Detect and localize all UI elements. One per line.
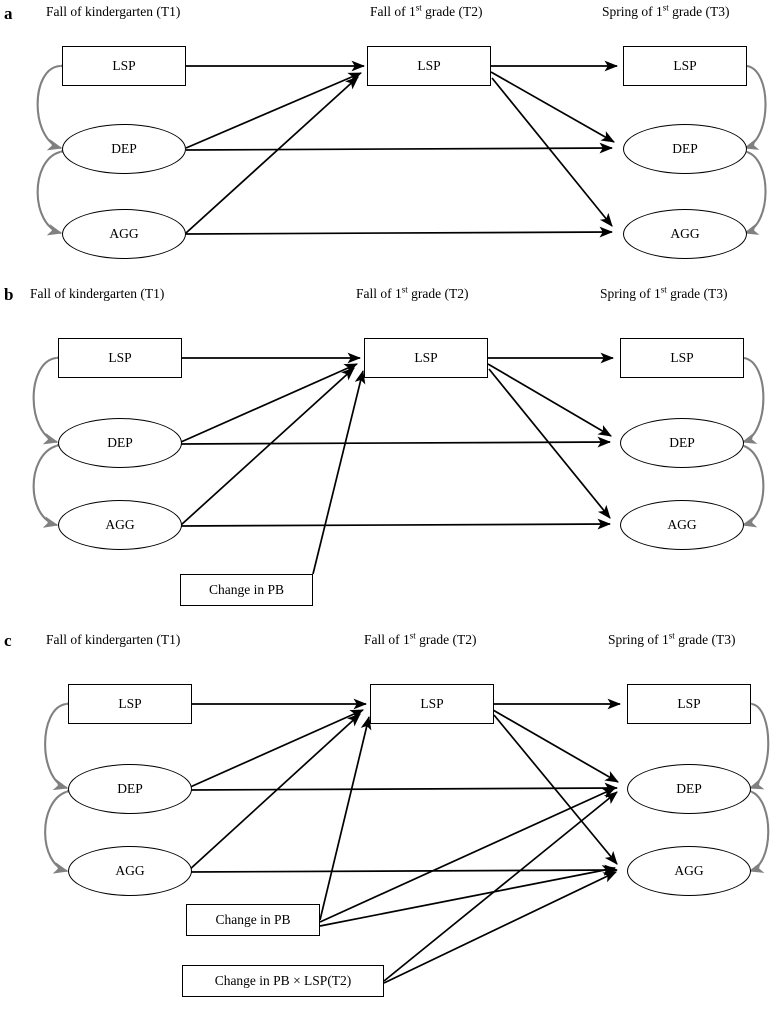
- correlation-arrows-right: [729, 350, 765, 528]
- panel-c-header-t3: Spring of 1st grade (T3): [608, 630, 736, 647]
- panel-c-header-t1: Fall of kindergarten (T1): [46, 632, 180, 647]
- correlation-arrows-left: [32, 350, 71, 528]
- panel-b-node-lsp-t3[interactable]: LSP: [620, 338, 744, 378]
- panel-a-node-agg-t3[interactable]: AGG: [623, 209, 747, 259]
- directed-paths: [185, 60, 619, 238]
- panel-a-node-agg-t1[interactable]: AGG: [62, 209, 186, 259]
- panel-b-header-t1: Fall of kindergarten (T1): [30, 286, 164, 301]
- panel-b-header-t3: Spring of 1st grade (T3): [600, 284, 728, 301]
- header-text-post: grade (T2): [415, 632, 477, 647]
- panel-letter-c: c: [4, 631, 12, 650]
- header-text-pre: Fall of 1: [364, 632, 410, 647]
- panel-letter-b: b: [4, 285, 14, 304]
- panel-letter-a: a: [4, 4, 13, 23]
- header-text-post: grade (T2): [407, 286, 469, 301]
- panel-c-node-change-in-pb-x-lsp[interactable]: Change in PB × LSP(T2): [182, 965, 384, 997]
- panel-b-node-dep-t1[interactable]: DEP: [58, 418, 182, 468]
- panel-b-node-lsp-t2[interactable]: LSP: [364, 338, 488, 378]
- header-text-pre: Fall of kindergarten (T1): [46, 632, 181, 647]
- header-text-post: grade (T2): [421, 4, 483, 19]
- header-text-post: grade (T3): [674, 632, 736, 647]
- panel-c-header-t2: Fall of 1st grade (T2): [364, 630, 477, 647]
- panel-a-node-dep-t3[interactable]: DEP: [623, 124, 747, 174]
- header-text-pre: Spring of 1: [600, 286, 661, 301]
- panel-a: a Fall of kindergarten (T1) Fall of 1st …: [0, 0, 777, 278]
- header-text-pre: Fall of kindergarten (T1): [46, 4, 181, 19]
- panel-b-node-dep-t3[interactable]: DEP: [620, 418, 744, 468]
- panel-c-paths: [44, 695, 770, 984]
- panel-b-node-change-in-pb[interactable]: Change in PB: [180, 574, 313, 606]
- correlation-arrows-left: [36, 59, 75, 236]
- directed-paths: [180, 352, 615, 575]
- header-text-pre: Fall of 1: [370, 4, 416, 19]
- panel-b: b Fall of kindergarten (T1) Fall of 1st …: [0, 278, 777, 620]
- panel-c-node-dep-t3[interactable]: DEP: [627, 764, 751, 814]
- header-text-pre: Fall of 1: [356, 286, 402, 301]
- panel-a-node-lsp-t1[interactable]: LSP: [62, 46, 186, 86]
- panel-a-paths: [36, 58, 767, 238]
- header-sup: st: [409, 630, 416, 641]
- panel-b-node-agg-t1[interactable]: AGG: [58, 500, 182, 550]
- panel-a-node-lsp-t3[interactable]: LSP: [623, 46, 747, 86]
- header-sup: st: [660, 284, 667, 295]
- panel-c-node-lsp-t2[interactable]: LSP: [370, 684, 494, 724]
- panel-c-node-agg-t1[interactable]: AGG: [68, 846, 192, 896]
- header-sup: st: [662, 2, 669, 13]
- panel-a-header-t3: Spring of 1st grade (T3): [602, 2, 730, 19]
- header-text-post: grade (T3): [666, 286, 728, 301]
- correlation-arrows-right: [732, 58, 767, 235]
- panel-c-node-agg-t3[interactable]: AGG: [627, 846, 751, 896]
- panel-b-node-lsp-t1[interactable]: LSP: [58, 338, 182, 378]
- panel-a-header-t2: Fall of 1st grade (T2): [370, 2, 483, 19]
- header-text-pre: Spring of 1: [608, 632, 669, 647]
- panel-c-node-change-in-pb[interactable]: Change in PB: [186, 904, 320, 936]
- header-sup: st: [668, 630, 675, 641]
- panel-c-node-lsp-t3[interactable]: LSP: [627, 684, 751, 724]
- header-sup: st: [415, 2, 422, 13]
- panel-a-header-t1: Fall of kindergarten (T1): [46, 4, 180, 19]
- correlation-arrows-left: [44, 696, 81, 874]
- panel-c-node-lsp-t1[interactable]: LSP: [68, 684, 192, 724]
- panel-a-node-dep-t1[interactable]: DEP: [62, 124, 186, 174]
- panel-b-header-t2: Fall of 1st grade (T2): [356, 284, 469, 301]
- header-text-post: grade (T3): [668, 4, 730, 19]
- panel-c-node-dep-t1[interactable]: DEP: [68, 764, 192, 814]
- panel-b-paths: [32, 350, 765, 575]
- header-text-pre: Fall of kindergarten (T1): [30, 286, 165, 301]
- header-sup: st: [401, 284, 408, 295]
- header-text-pre: Spring of 1: [602, 4, 663, 19]
- panel-a-node-lsp-t2[interactable]: LSP: [367, 46, 491, 86]
- correlation-arrows-right: [737, 695, 770, 873]
- panel-c: c Fall of kindergarten (T1) Fall of 1st …: [0, 620, 777, 1025]
- directed-paths: [187, 698, 622, 984]
- panel-b-node-agg-t3[interactable]: AGG: [620, 500, 744, 550]
